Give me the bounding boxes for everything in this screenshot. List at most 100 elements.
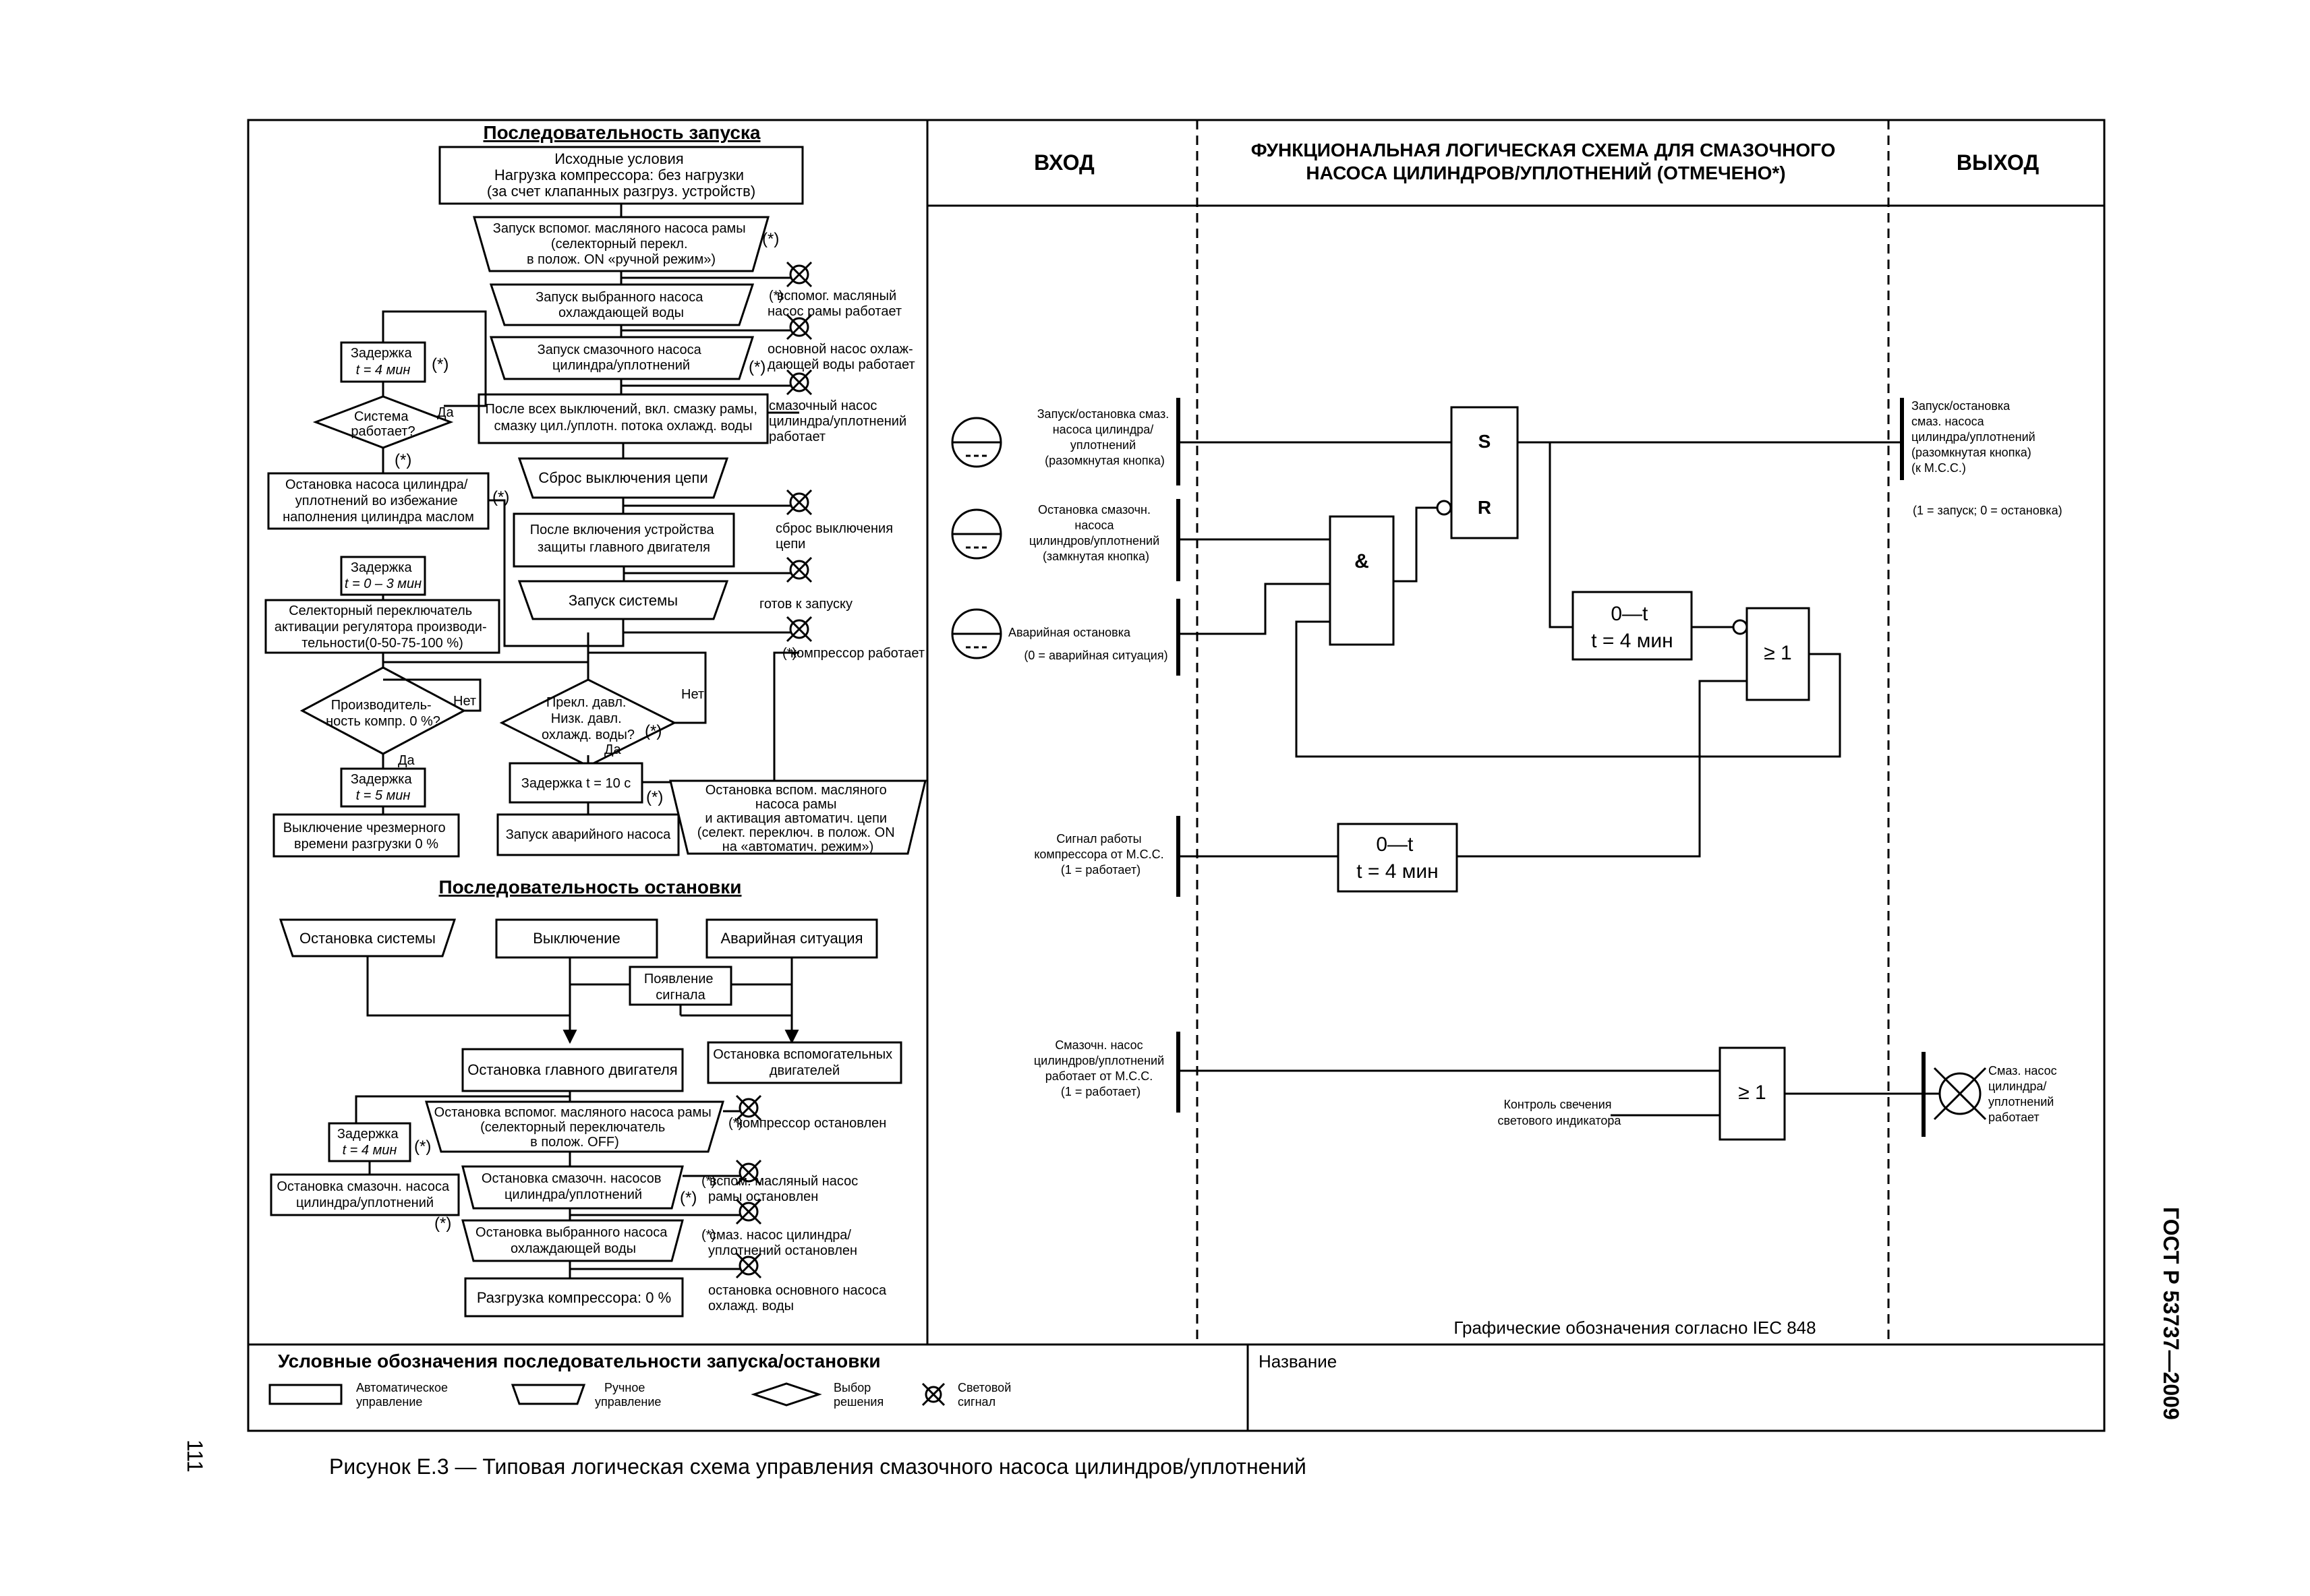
star-mark: (*): [645, 722, 662, 740]
star-mark: (*): [492, 488, 509, 506]
closed-button-icon: [951, 508, 1002, 560]
delay-5min-text: Задержка t = 5 мин: [351, 772, 415, 803]
emergency-pump-text: Запуск аварийного насоса: [506, 827, 671, 842]
sig-ready-to-start: готов к запуску: [759, 597, 853, 612]
iec-footnote: Графические обозначения согласно IEC 848: [1453, 1318, 1816, 1338]
after-shutdowns-text: После всех выключений, вкл. смазку рамы,…: [486, 402, 761, 434]
excess-unload-box: [272, 813, 460, 858]
signal-lamp-icon: [786, 616, 813, 643]
delay-10s-box: [509, 762, 643, 804]
signal-lamp-icon: [735, 1159, 762, 1186]
legend-decision-symbol: [751, 1382, 822, 1407]
delay-5min-box: [340, 767, 426, 808]
output-lube-running-text: Смаз. насос цилиндра/ уплотнений работае…: [1988, 1064, 2060, 1124]
col-output-header: ВЫХОД: [1957, 150, 2039, 175]
and-gate: [1329, 515, 1395, 646]
signal-lamp-icon: [735, 1094, 762, 1121]
figure-frame: [247, 119, 2106, 1432]
inverter-bubble: [1732, 619, 1748, 635]
low-pressure-text: Прекл. давл. Низк. давл. охлажд. воды?: [542, 695, 635, 742]
start-sequence-title: Последовательность запуска: [484, 122, 761, 143]
aux-oil-pump-start-text: Запуск вспомог. масляного насоса рамы (с…: [493, 221, 750, 267]
cooling-stop-box: [461, 1219, 684, 1262]
output-start-stop-text: Запуск/остановка смаз. насоса цилиндра/у…: [1911, 399, 2039, 475]
input-start-stop-text: Запуск/остановка смаз. насоса цилиндра/ …: [1037, 407, 1173, 467]
signal-appear-box: [629, 966, 732, 1006]
sig-lube-stopped: (*) смаз. насос цилиндра/ уплотнений ост…: [701, 1228, 857, 1258]
signal-lamp-icon: [786, 314, 813, 341]
stop-sequence-title: Последовательность остановки: [439, 877, 742, 897]
page-number: 111: [183, 1440, 207, 1473]
legend-light-icon: [921, 1382, 946, 1407]
stop-lube-prevent-box: [267, 472, 490, 530]
aux-oil-stop-text: Остановка вспомог. масляного насоса рамы…: [434, 1105, 716, 1150]
emergency-button-icon: [951, 608, 1002, 659]
selector-box: [264, 599, 500, 654]
legend-light-text: Световой сигнал: [958, 1381, 1014, 1409]
stop-aux-auto-text: Остановка вспом. масляного насоса рамы и…: [697, 783, 898, 854]
sig-aux-stopped: (*) вспом. масляный насос рамы остановле…: [701, 1174, 862, 1204]
legend-auto-symbol: [268, 1384, 343, 1405]
figure-caption: Рисунок Е.3 — Типовая логическая схема у…: [329, 1454, 1306, 1479]
signal-appear-text: Появление сигнала: [644, 972, 717, 1003]
system-start-box: [517, 580, 729, 620]
stop-lube-left-box: [270, 1173, 460, 1216]
stop-lube-prevent-text: Остановка насоса цилиндра/ уплотнений во…: [283, 477, 474, 525]
main-motor-stop-text: Остановка главного двигателя: [467, 1061, 677, 1078]
star-mark: (*): [414, 1137, 431, 1156]
no-label: Нет: [453, 694, 476, 709]
input-emergency-text: Аварийная остановка (0 = аварийная ситуа…: [1008, 626, 1168, 662]
star-mark: (*): [395, 451, 411, 469]
inverter-bubble: [1436, 500, 1452, 516]
cooling-pump-start-box: [489, 283, 755, 326]
input-stop-text: Остановка смазочн. насоса цилиндров/упло…: [1029, 503, 1163, 563]
gost-label: ГОСТ Р 53737—2009: [2159, 1207, 2183, 1420]
legend-manual-symbol: [511, 1384, 586, 1405]
star-mark: (*): [680, 1189, 697, 1207]
system-works-text: Система работает?: [351, 409, 415, 439]
and-label: &: [1354, 550, 1369, 572]
sig-compressor-running: (*) компрессор работает: [782, 646, 925, 661]
input-lube-running-text: Смазочн. насос цилиндров/уплотнений рабо…: [1034, 1038, 1167, 1098]
lamp-check-text: Контроль свечения светового индикатора: [1498, 1098, 1622, 1127]
initial-conditions-box: [438, 146, 804, 205]
sig-trip-reset: сброс выключения цепи: [776, 521, 897, 552]
col-input-header: ВХОД: [1034, 150, 1095, 175]
system-stop-box: [279, 918, 457, 957]
signal-lamp-icon: [786, 489, 813, 516]
sig-cooling-stopped: остановка основного насоса охлажд. воды: [708, 1283, 890, 1313]
yes-label: Да: [437, 405, 455, 420]
legend-manual-text: Ручное управление: [595, 1381, 661, 1409]
yes-label: Да: [398, 753, 415, 768]
delay-0-3min-box: [340, 556, 426, 596]
start-sequence: Последовательность запуска Исходные усло…: [264, 122, 927, 858]
lube-stop-text: Остановка смазочн. насосов цилиндра/упло…: [482, 1171, 665, 1202]
delay-4min-box: [340, 341, 426, 383]
stop-lube-left-text: Остановка смазочн. насоса цилиндра/уплот…: [277, 1179, 453, 1210]
delay-10s-text: Задержка t = 10 с: [521, 776, 631, 791]
logic-network: S R & 0—t t = 4 мин ≥ 1 0—t t = 4 мин ≥ …: [1178, 406, 1924, 1141]
or-gate-1: [1745, 607, 1810, 701]
sr-set-label: S: [1478, 431, 1491, 452]
open-button-icon: [951, 417, 1002, 468]
timer-1: [1571, 591, 1693, 661]
after-protection-text: После включения устройства защиты главно…: [530, 523, 718, 555]
name-label: Название: [1259, 1351, 1337, 1371]
output-note: (1 = запуск; 0 = остановка): [1913, 504, 2062, 517]
delay-4min-text: Задержка t = 4 мин: [351, 346, 415, 378]
cooling-pump-start-text: Запуск выбранного насоса охлаждающей вод…: [536, 290, 707, 320]
sig-lube-running: смазочный насос цилиндра/уплотнений рабо…: [769, 398, 911, 444]
system-stop-text: Остановка системы: [299, 930, 436, 947]
sr-reset-label: R: [1478, 497, 1491, 518]
or-gate-2: [1719, 1046, 1786, 1141]
sig-aux-running: (*) вспомог. масляный насос рамы работае…: [768, 289, 902, 319]
after-shutdowns-box: [478, 393, 769, 444]
shutdown-text: Выключение: [533, 930, 620, 947]
initial-conditions-text: Исходные условия Нагрузка компрессора: б…: [487, 150, 755, 200]
signal-lamp-icon: [735, 1198, 762, 1225]
logic-headers: ВХОД ФУНКЦИОНАЛЬНАЯ ЛОГИЧЕСКАЯ СХЕМА ДЛЯ…: [1034, 140, 2039, 183]
col-func-header: ФУНКЦИОНАЛЬНАЯ ЛОГИЧЕСКАЯ СХЕМА ДЛЯ СМАЗ…: [1251, 140, 1841, 183]
signal-lamp-icon: [786, 556, 813, 583]
star-mark: (*): [762, 230, 779, 248]
